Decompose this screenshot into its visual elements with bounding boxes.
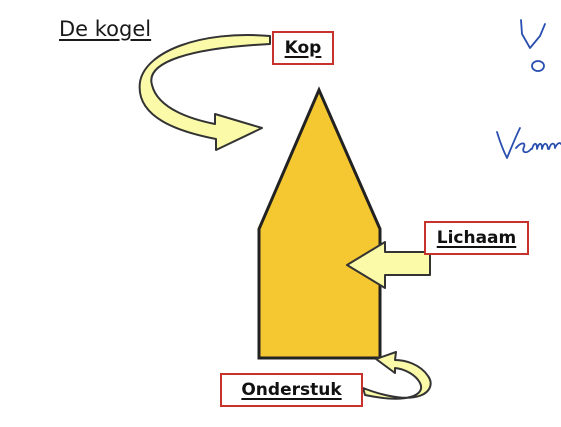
label-head-text: Kop: [284, 38, 322, 58]
body-arrow: [346, 241, 431, 289]
handwritten-symbol: [520, 19, 546, 72]
base-arrow: [362, 351, 432, 400]
label-base-text: Onderstuk: [241, 380, 342, 400]
label-body-text: Lichaam: [436, 228, 517, 248]
label-base: Onderstuk: [220, 373, 363, 407]
label-head: Kop: [272, 31, 334, 65]
bullet-shape: [257, 86, 382, 360]
head-arrow: [138, 34, 271, 151]
diagram-title: De kogel: [59, 17, 152, 41]
label-body: Lichaam: [424, 221, 529, 255]
handwritten-note: [496, 127, 561, 159]
